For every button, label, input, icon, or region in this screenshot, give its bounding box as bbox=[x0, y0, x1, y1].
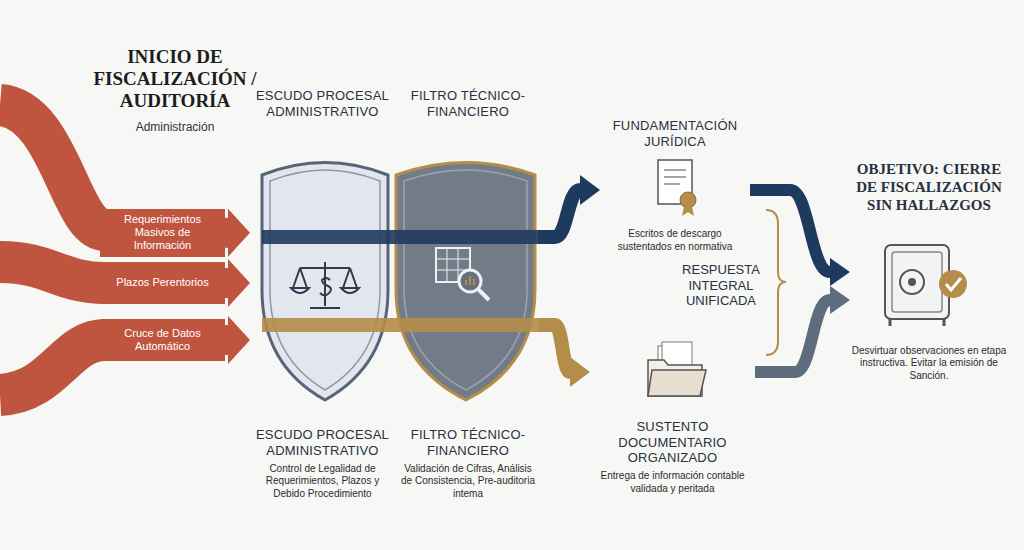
analysis-icon bbox=[436, 259, 470, 260]
flow-band-through-shields bbox=[262, 230, 539, 244]
safe-icon bbox=[889, 319, 892, 326]
node-heading: FILTRO TÉCNICO-FINANCIERO bbox=[398, 88, 538, 119]
input-band-tail bbox=[0, 340, 105, 395]
node-heading: Plazos Perentorios bbox=[106, 276, 219, 289]
document-icon bbox=[664, 176, 686, 178]
document-icon bbox=[658, 160, 696, 216]
input-band-tail bbox=[0, 262, 105, 283]
shield-node: FILTRO TÉCNICO-FINANCIERO FILTRO TÉCNICO-… bbox=[398, 88, 538, 500]
document-icon bbox=[664, 183, 680, 185]
analysis-icon bbox=[473, 279, 475, 285]
shield-filtro bbox=[396, 163, 535, 401]
analysis-icon bbox=[465, 280, 467, 285]
output-node: SUSTENTO DOCUMENTARIO ORGANIZADO Entrega … bbox=[590, 340, 755, 495]
input-band-tail bbox=[0, 105, 105, 230]
scales-icon bbox=[343, 268, 350, 288]
node-text: Entrega de información contable validada… bbox=[590, 470, 755, 495]
scales-icon bbox=[341, 288, 359, 293]
safe-icon bbox=[900, 270, 924, 294]
node-text: FILTRO TÉCNICO-FINANCIERO bbox=[398, 427, 538, 458]
analysis-icon bbox=[436, 248, 489, 300]
safe-icon bbox=[946, 278, 961, 290]
scales-icon bbox=[350, 268, 357, 288]
analysis-icon bbox=[447, 248, 448, 282]
node-heading: SUSTENTO DOCUMENTARIO ORGANIZADO bbox=[590, 419, 755, 466]
document-icon bbox=[682, 207, 694, 216]
scales-icon bbox=[291, 262, 359, 308]
flow-arrow bbox=[750, 190, 830, 272]
bracket bbox=[766, 210, 786, 355]
node-text: Desvirtuar observaciones en etapa instru… bbox=[850, 345, 1008, 383]
safe-icon bbox=[892, 252, 942, 312]
flow-arrow bbox=[538, 325, 570, 372]
analysis-icon bbox=[478, 289, 489, 300]
node-heading: FUNDAMENTACIÓN JURÍDICA bbox=[600, 118, 750, 149]
flow-arrow bbox=[755, 300, 830, 372]
bracket bbox=[766, 210, 786, 355]
safe-icon bbox=[908, 278, 916, 286]
scales-icon bbox=[291, 288, 309, 293]
shield-escudo bbox=[262, 163, 388, 401]
node-text: Escritos de descargo sustentados en norm… bbox=[600, 228, 750, 253]
flow-band-through-shields bbox=[262, 237, 539, 325]
safe-icon bbox=[943, 319, 946, 326]
node-text: Validación de Cifras, Análisis de Consis… bbox=[398, 463, 538, 501]
subtitle: Administración bbox=[90, 120, 260, 134]
flow-arrow bbox=[538, 190, 580, 237]
safe-icon bbox=[939, 270, 967, 298]
node-heading: Requerimientos Masivos de Información bbox=[106, 213, 219, 253]
shield-filtro bbox=[396, 163, 535, 401]
analysis-icon bbox=[469, 276, 471, 285]
output-node: FUNDAMENTACIÓN JURÍDICA Escritos de desca… bbox=[600, 118, 750, 253]
bracket-label: RESPUESTA INTEGRAL UNIFICADA bbox=[678, 262, 764, 309]
document-icon bbox=[680, 192, 696, 208]
shield-escudo bbox=[262, 163, 388, 401]
diagram-title: INICIO DE FISCALIZACIÓN / AUDITORÍA bbox=[80, 46, 270, 112]
scales-icon bbox=[293, 268, 300, 288]
shield-node: ESCUDO PROCESAL ADMINISTRATIVO ESCUDO PRO… bbox=[250, 88, 395, 500]
goal-node: OBJETIVO: CIERRE DE FISCALIZACIÓN SIN HA… bbox=[850, 160, 1008, 382]
safe-icon bbox=[885, 245, 967, 326]
input-band: Cruce de Datos Automático bbox=[100, 319, 225, 361]
flow-arrow bbox=[225, 218, 228, 248]
node-heading: Cruce de Datos Automático bbox=[106, 327, 219, 353]
scales-icon bbox=[310, 307, 340, 309]
shield-filtro bbox=[404, 170, 527, 390]
flow-arrow bbox=[225, 325, 228, 355]
node-heading: ESCUDO PROCESAL ADMINISTRATIVO bbox=[250, 88, 395, 119]
analysis-icon bbox=[459, 270, 481, 292]
flow-arrow bbox=[225, 268, 228, 298]
node-heading: OBJETIVO: CIERRE DE FISCALIZACIÓN SIN HA… bbox=[850, 160, 1008, 214]
scales-icon bbox=[300, 268, 307, 288]
node-text: Control de Legalidad de Requerimientos, … bbox=[250, 463, 395, 501]
input-band: Plazos Perentorios bbox=[100, 262, 225, 304]
input-band: Requerimientos Masivos de Información bbox=[100, 209, 225, 257]
scales-icon bbox=[300, 267, 350, 269]
node-text: ESCUDO PROCESAL ADMINISTRATIVO bbox=[250, 427, 395, 458]
folder-icon bbox=[648, 370, 706, 396]
input-band-tail bbox=[0, 105, 105, 395]
folder-icon bbox=[648, 342, 706, 396]
flow-band-through-shields bbox=[262, 318, 539, 332]
shield-escudo bbox=[270, 170, 380, 390]
document-icon bbox=[664, 169, 686, 171]
scales-icon bbox=[320, 278, 331, 295]
